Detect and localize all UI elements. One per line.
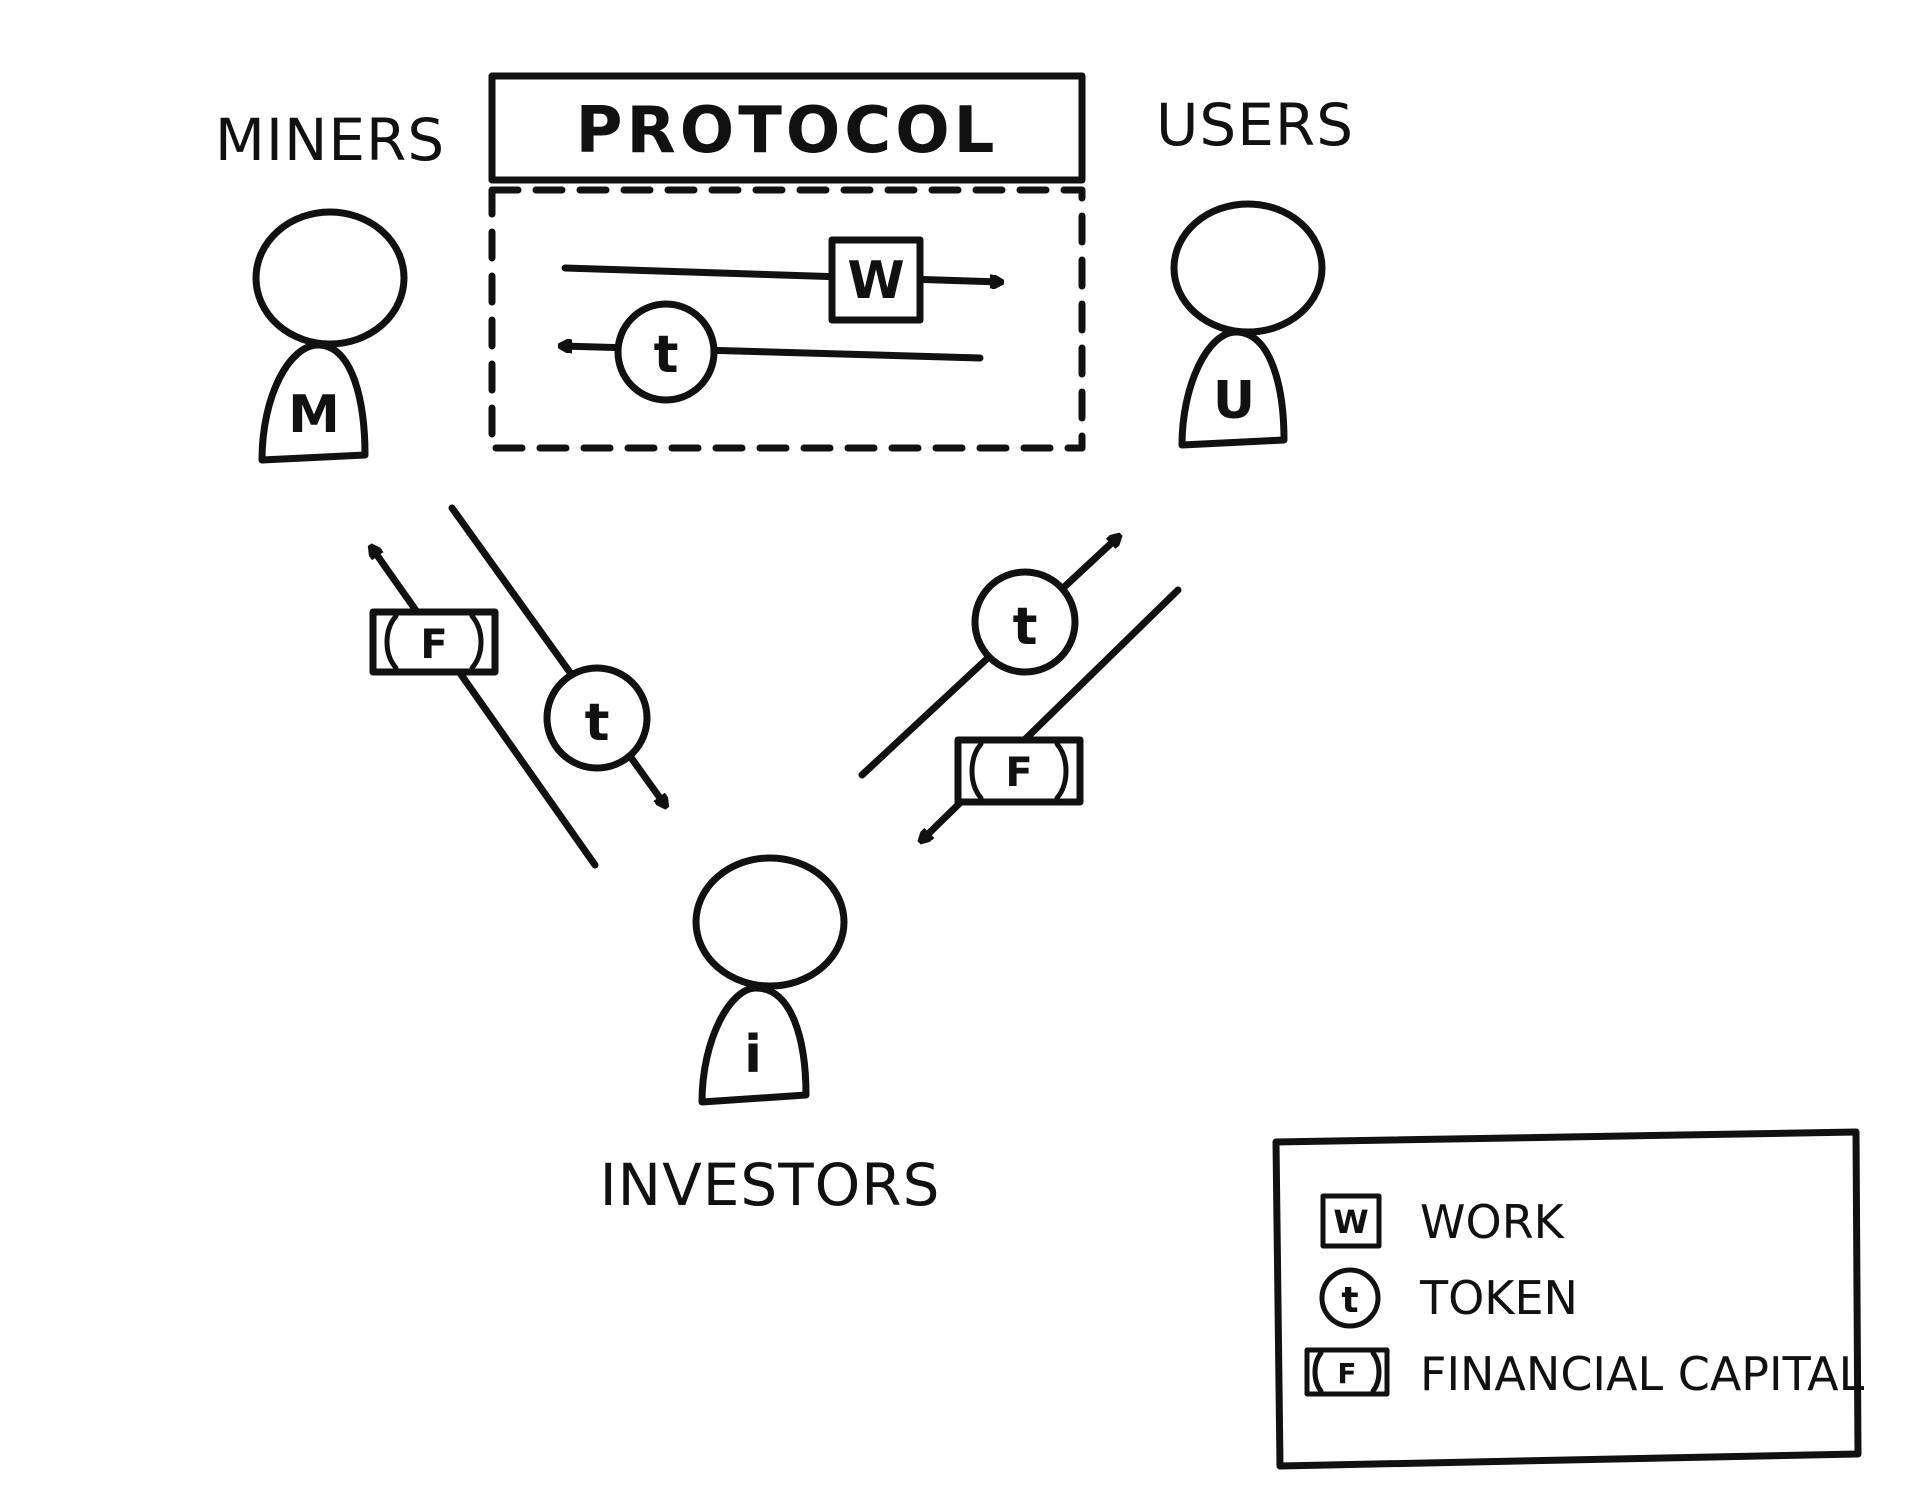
protocol-work-symbol: W: [847, 251, 904, 311]
miners-investors-capital-arrow: [372, 548, 599, 869]
protocol-token-badge: t: [614, 300, 718, 404]
users-investors-token-symbol: t: [1013, 597, 1038, 657]
flow-users-investors: t F: [858, 537, 1182, 840]
legend-item-financial-capital: F FINANCIAL CAPITAL: [1304, 1347, 1865, 1401]
miners-investors-token-badge: t: [543, 664, 651, 772]
miners-label: MINERS: [215, 106, 445, 174]
miners-badge: M: [288, 385, 340, 445]
legend-work-icon: [1320, 1193, 1382, 1249]
investors-label: INVESTORS: [600, 1151, 941, 1219]
actor-users: USERS U: [1156, 91, 1354, 449]
legend-capital-symbol: F: [1337, 1357, 1356, 1390]
protocol-box: PROTOCOL W t: [488, 72, 1086, 452]
users-person-icon: [1170, 200, 1326, 449]
legend-box: [1272, 1128, 1862, 1470]
miners-investors-capital-symbol: F: [420, 622, 447, 668]
protocol-dashed-boundary: [488, 186, 1086, 452]
investors-badge: i: [744, 1025, 762, 1085]
users-investors-capital-symbol: F: [1005, 750, 1032, 796]
protocol-work-flow-arrow: [561, 264, 1000, 282]
protocol-title-box: [488, 72, 1086, 184]
miners-investors-capital-badge: F: [369, 608, 499, 676]
flow-miners-investors: F t: [369, 504, 665, 869]
legend-token-icon: [1319, 1267, 1381, 1329]
legend-capital-icon: [1304, 1347, 1390, 1397]
users-investors-capital-badge: F: [954, 736, 1084, 806]
legend-capital-label: FINANCIAL CAPITAL: [1420, 1347, 1865, 1401]
protocol-token-symbol: t: [654, 325, 679, 385]
legend-work-symbol: W: [1333, 1203, 1368, 1241]
legend-token-symbol: t: [1341, 1280, 1358, 1321]
legend-item-token: t TOKEN: [1319, 1267, 1578, 1329]
legend-token-label: TOKEN: [1419, 1271, 1578, 1325]
investors-person-icon: [692, 854, 848, 1106]
protocol-title: PROTOCOL: [576, 94, 999, 168]
legend-item-work: W WORK: [1320, 1193, 1566, 1249]
users-badge: U: [1213, 371, 1255, 431]
miners-investors-token-symbol: t: [585, 693, 610, 753]
legend-work-label: WORK: [1420, 1195, 1566, 1249]
users-label: USERS: [1156, 91, 1354, 159]
actor-investors: i INVESTORS: [600, 854, 941, 1219]
miners-person-icon: [252, 208, 408, 464]
protocol-work-badge: W: [828, 236, 924, 324]
actor-miners: MINERS M: [215, 106, 445, 464]
legend: W WORK t TOKEN F FINANCIAL CAPITAL: [1272, 1128, 1865, 1470]
users-investors-token-badge: t: [971, 568, 1079, 676]
